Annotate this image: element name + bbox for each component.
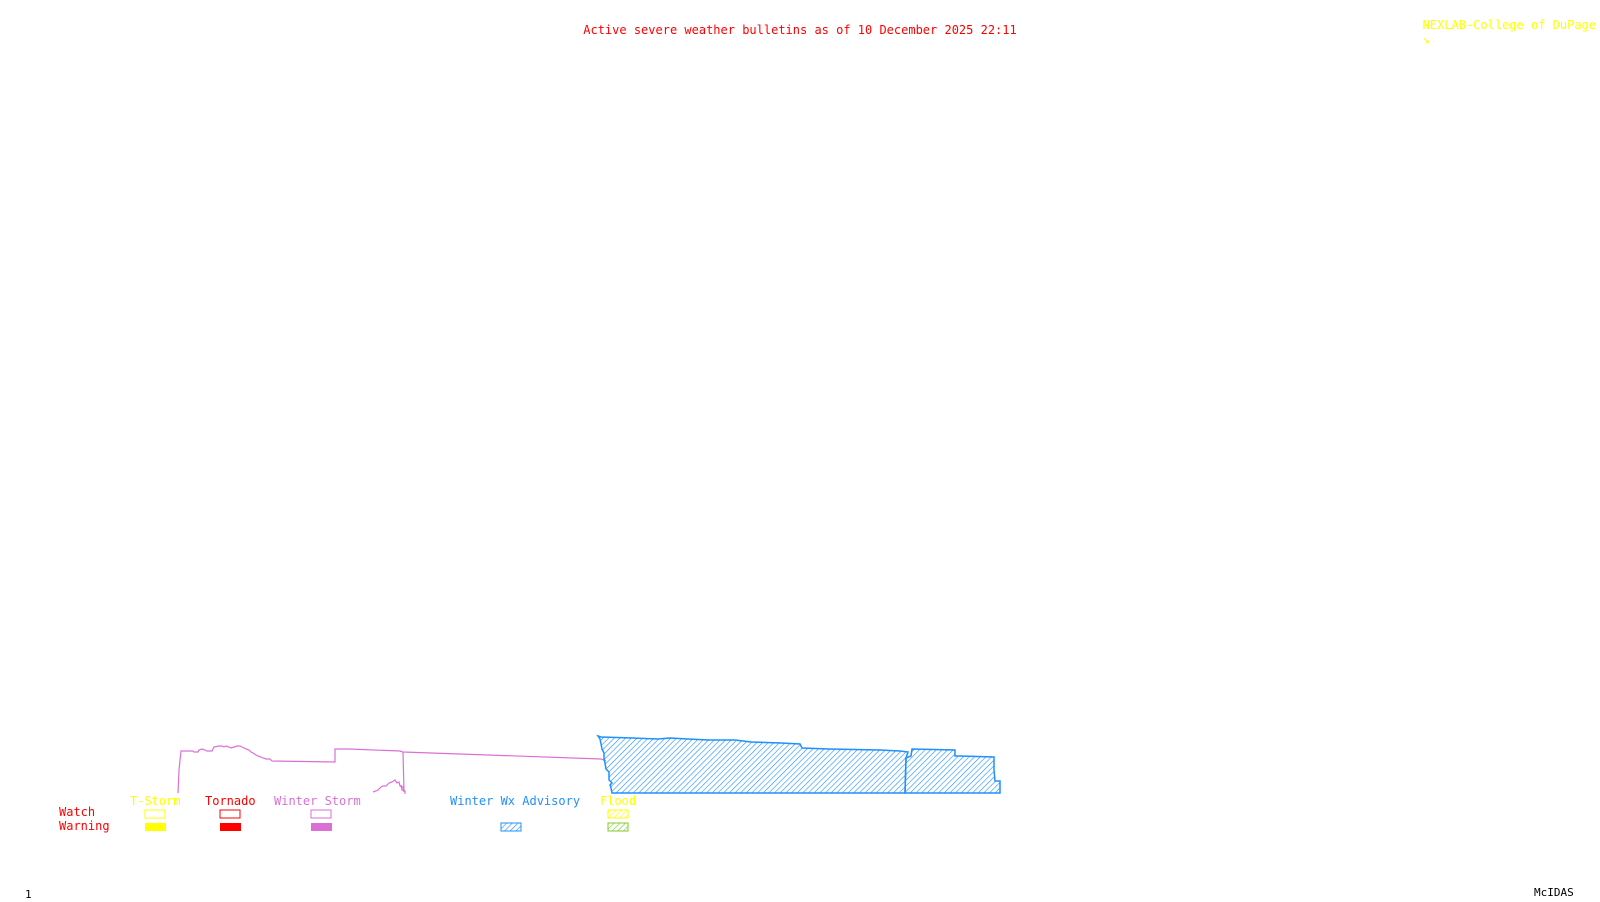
legend-tstorm-warning-swatch — [145, 823, 166, 831]
legend-flood-label: Flood — [600, 794, 637, 808]
legend-tornado-warning-swatch — [220, 823, 241, 831]
credit-label: NEXLAB-College of DuPage ↘ — [1408, 4, 1596, 46]
credit-text: NEXLAB-College of DuPage — [1422, 18, 1596, 32]
legend-winter-storm-watch-swatch — [310, 809, 332, 819]
legend-row-warning: Warning — [59, 819, 110, 833]
legend-winter-wx-advisory-warning-swatch — [500, 822, 522, 832]
legend-row-watch: Watch — [59, 805, 96, 819]
legend-flood-warning-swatch — [607, 822, 629, 832]
legend-tstorm-watch-swatch — [144, 809, 166, 819]
legend-tstorm-label: T-Storm — [130, 794, 181, 808]
winter-storm-warning-outline-spur — [372, 751, 405, 793]
winter-storm-warning-outline — [177, 745, 607, 794]
legend-winter-storm-label: Winter Storm — [274, 794, 361, 808]
software-label: McIDAS — [1534, 886, 1574, 899]
winter-storm-warning-outline-spur2 — [400, 784, 406, 794]
arrow-corner-icon: ↘ — [1422, 32, 1430, 46]
legend-tornado-label: Tornado — [205, 794, 256, 808]
map-title: Active severe weather bulletins as of 10… — [583, 23, 1017, 37]
legend-tornado-watch-swatch — [219, 809, 241, 819]
winter-wx-advisory-area-east — [904, 748, 1001, 794]
legend-flood-watch-swatch — [607, 809, 629, 819]
winter-wx-advisory-area-west — [596, 734, 910, 794]
frame-number: 1 — [25, 888, 32, 901]
legend-winter-wx-advisory-label: Winter Wx Advisory — [450, 794, 581, 808]
legend-winter-storm-warning-swatch — [311, 823, 332, 831]
